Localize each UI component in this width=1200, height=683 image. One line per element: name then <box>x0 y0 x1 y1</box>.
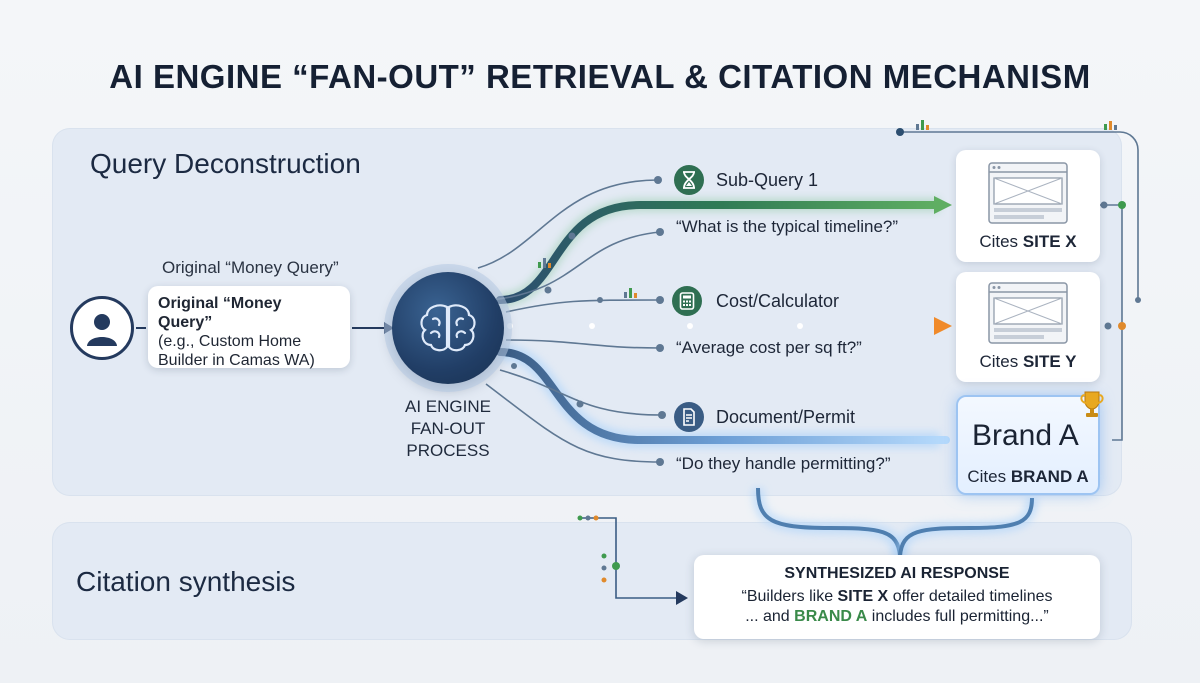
synth-line-1: “Builders like SITE X offer detailed tim… <box>694 587 1100 607</box>
permit-quote: “Do they handle permitting?” <box>676 454 891 473</box>
citation-synthesis-label: Citation synthesis <box>76 566 296 597</box>
ai-engine-label: AI ENGINE FAN-OUT PROCESS <box>368 396 528 462</box>
synth-title: SYNTHESIZED AI RESPONSE <box>784 565 1010 582</box>
aux-line-6 <box>485 383 661 463</box>
permit-label: Document/Permit <box>716 407 856 427</box>
synthesized-response-box: SYNTHESIZED AI RESPONSE “Builders like S… <box>694 555 1100 639</box>
synth-input-arrow <box>676 591 688 605</box>
synth-line1-post: offer detailed timelines <box>892 588 1053 605</box>
synth-path-right <box>898 497 1034 557</box>
site-x-caption: Cites SITE X <box>956 232 1100 252</box>
brand-a-title: Brand A <box>972 419 1079 452</box>
aux-line-1 <box>477 179 659 269</box>
site-y-caption: Cites SITE Y <box>956 352 1100 372</box>
brain-icon <box>420 304 476 352</box>
synth-line2-post: includes full permitting...” <box>871 608 1049 625</box>
user-avatar <box>70 296 134 360</box>
engine-label-line2: FAN-OUT PROCESS <box>406 419 490 460</box>
query-deconstruction-label: Query Deconstruction <box>90 148 361 179</box>
user-icon <box>87 314 117 346</box>
site-x-card: Cites SITE X <box>956 150 1100 262</box>
site-y-cites: Cites <box>979 352 1019 371</box>
right-connector-top <box>900 131 1139 300</box>
permit-path <box>496 348 950 444</box>
cost-quote: “Average cost per sq ft?” <box>676 338 862 357</box>
line-nodes <box>507 176 803 466</box>
calculator-icon <box>672 286 702 316</box>
site-x-name: SITE X <box>1022 232 1077 251</box>
subquery1-arrow <box>934 196 952 214</box>
original-query-caption: Original “Money Query” <box>162 258 339 277</box>
ai-engine-node <box>392 272 504 384</box>
synth-line1-site: SITE X <box>837 588 889 605</box>
engine-label-line1: AI ENGINE <box>405 397 491 416</box>
hourglass-icon <box>674 165 704 195</box>
brand-a-caption: Cites BRAND A <box>958 467 1098 487</box>
webpage-icon <box>988 282 1068 344</box>
query-to-engine-arrow <box>384 322 394 334</box>
aux-line-4 <box>505 339 661 349</box>
synth-line1-pre: “Builders like <box>741 588 834 605</box>
synth-input-line <box>578 517 676 599</box>
cost-label: Cost/Calculator <box>716 291 840 311</box>
trophy-icon <box>1080 391 1104 417</box>
synth-decor-dots <box>577 515 607 583</box>
original-query-box: Original “Money Query” (e.g., Custom Hom… <box>148 286 350 369</box>
subquery1-quote: “What is the typical timeline?” <box>676 217 899 236</box>
aux-line-2 <box>491 231 661 301</box>
query-box-title: Original “Money Query” <box>158 295 282 331</box>
query-box-line1: (e.g., Custom Home <box>158 333 302 350</box>
brand-a-cites: Cites <box>967 467 1007 486</box>
document-icon <box>674 402 704 432</box>
synth-line2-brand: BRAND A <box>794 608 868 625</box>
query-box-line2: Builder in Camas WA) <box>158 352 315 369</box>
decor-bars <box>538 120 1117 298</box>
synth-path-left <box>756 487 902 557</box>
site-y-name: SITE Y <box>1022 352 1077 371</box>
site-x-cites: Cites <box>979 232 1019 251</box>
site-y-card: Cites SITE Y <box>956 272 1100 382</box>
webpage-icon <box>988 162 1068 224</box>
cost-arrow <box>934 317 952 335</box>
aux-line-5 <box>499 369 663 416</box>
aux-line-3 <box>505 299 661 313</box>
brand-a-name: BRAND A <box>1010 467 1089 486</box>
brand-a-card: Brand A Cites BRAND A <box>956 395 1100 495</box>
subquery1-label: Sub-Query 1 <box>716 170 819 190</box>
page-title: AI ENGINE “FAN-OUT” RETRIEVAL & CITATION… <box>109 58 1091 95</box>
synth-line2-pre: ... and <box>745 608 790 625</box>
synth-line-2: ... and BRAND A includes full permitting… <box>694 607 1100 627</box>
